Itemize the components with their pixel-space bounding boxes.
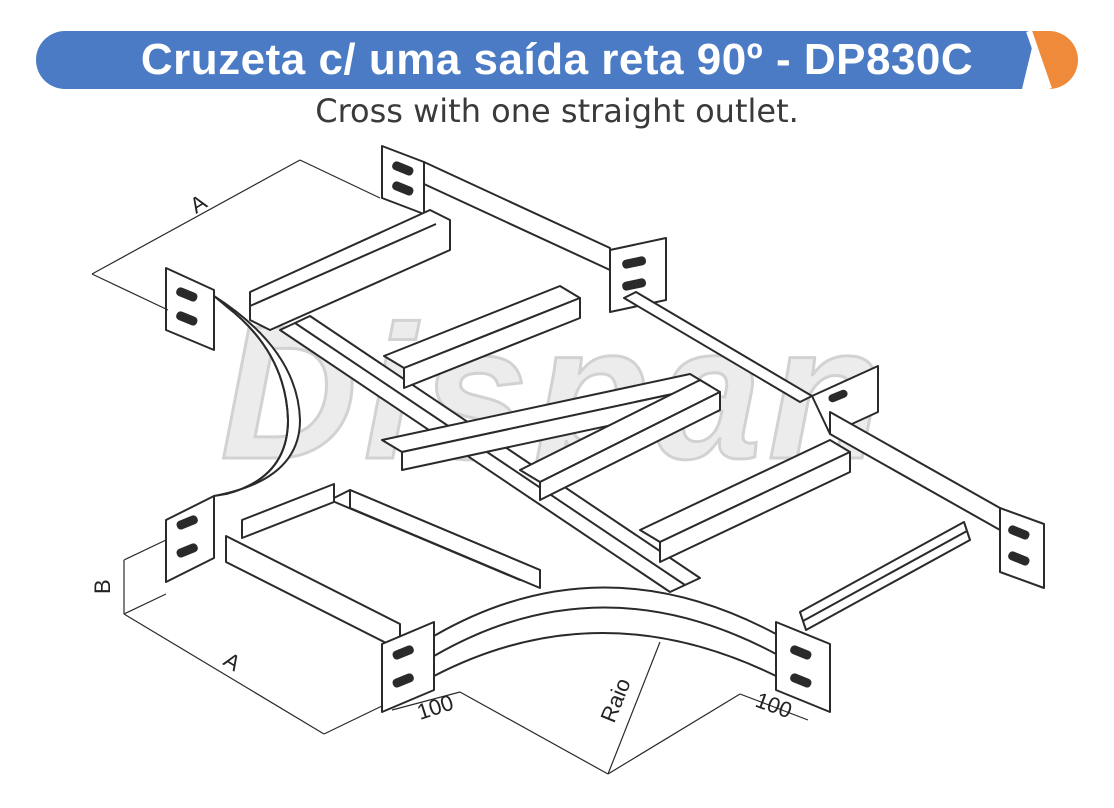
dim-a-bottom-line bbox=[123, 613, 325, 735]
main-diagonal-beam bbox=[279, 315, 701, 593]
right-end-flange bbox=[999, 507, 1045, 589]
rung-4-side bbox=[349, 489, 541, 589]
left-flange-group bbox=[165, 267, 215, 583]
dim-100-left-line bbox=[391, 691, 461, 711]
bottom-left-rail-top bbox=[241, 483, 335, 539]
rungs bbox=[329, 285, 851, 589]
dim-100-right-line bbox=[739, 693, 809, 721]
dimension-lines bbox=[91, 159, 809, 775]
bottom-left-flange bbox=[381, 621, 435, 713]
left-lower-flange bbox=[165, 495, 215, 583]
banner-orange-tab bbox=[1029, 31, 1078, 89]
page-subtitle: Cross with one straight outlet. bbox=[315, 92, 799, 130]
banner-divider bbox=[1026, 31, 1052, 89]
bottom-left-rail-front bbox=[225, 535, 401, 651]
dim-a-top-label: A bbox=[185, 189, 211, 218]
bottom-left-rail bbox=[225, 483, 401, 651]
watermark-text: Dispan bbox=[220, 287, 889, 499]
top-right-flange bbox=[609, 237, 667, 313]
top-rail-back bbox=[423, 161, 611, 271]
left-upper-flange bbox=[165, 267, 215, 351]
page-title: Cruzeta c/ uma saída reta 90º - DP830C bbox=[140, 35, 974, 84]
dim-raio-base-left bbox=[459, 691, 609, 775]
title-banner: Cruzeta c/ uma saída reta 90º - DP830C bbox=[36, 31, 1078, 89]
dim-b-label: B bbox=[90, 579, 115, 594]
bottom-right-flange bbox=[775, 621, 831, 713]
rung-3-side bbox=[539, 391, 721, 501]
dim-raio-line bbox=[607, 641, 661, 775]
left-curved-side bbox=[213, 295, 301, 497]
banner-shape bbox=[36, 31, 1078, 89]
right-side-rails bbox=[623, 291, 1045, 631]
rung-5-side bbox=[659, 451, 851, 563]
banner-blue-bar bbox=[36, 31, 1036, 89]
top-left-rails bbox=[249, 209, 451, 331]
top-left-flange bbox=[381, 145, 425, 215]
rung-1-side bbox=[403, 297, 581, 389]
dim-a-bottom-label: A bbox=[219, 647, 245, 676]
dim-a-top-line bbox=[91, 159, 301, 275]
top-straight-outlet bbox=[381, 145, 667, 313]
bottom-curved-side bbox=[381, 586, 831, 713]
right-mid-flange bbox=[811, 365, 879, 435]
dim-raio-base-right bbox=[607, 693, 741, 775]
